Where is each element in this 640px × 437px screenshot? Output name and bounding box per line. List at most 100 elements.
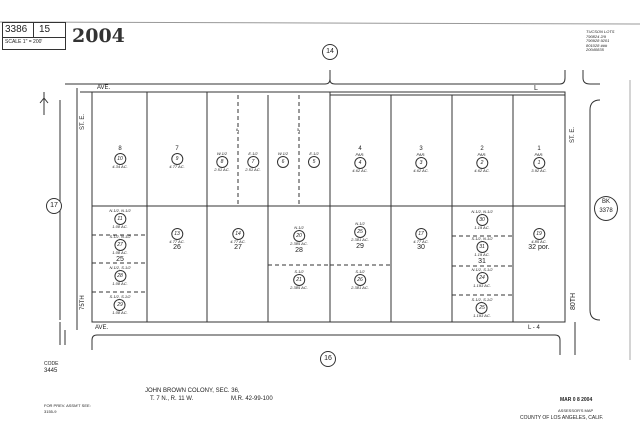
parcel-number: 9 bbox=[170, 152, 183, 165]
revision-note: TUCSON LOTS bbox=[586, 29, 615, 34]
subdivision-label: N.1/2, N.1/2 bbox=[109, 208, 131, 213]
acreage: 2.385 AC. bbox=[290, 241, 308, 247]
acreage: 1.19 AC. bbox=[474, 225, 490, 231]
street-top-l: L bbox=[534, 85, 538, 92]
lot-number: 29 bbox=[356, 242, 364, 250]
subdivision-label: PAR. bbox=[534, 151, 544, 157]
parcel-number: 5 bbox=[308, 156, 320, 169]
map-date: MAR 0 8 2004 bbox=[560, 397, 593, 403]
tract-line-1: JOHN BROWN COLONY, SEC. 36, bbox=[145, 388, 240, 394]
parcel-number: 20 bbox=[292, 230, 305, 243]
street-bottom: AVE. bbox=[95, 325, 109, 331]
parcel-number: 13 bbox=[170, 228, 183, 240]
divider bbox=[33, 23, 34, 37]
scale-label: SCALE 1" = 200' bbox=[5, 39, 43, 45]
subdivision-label: PAR. bbox=[477, 151, 487, 157]
adjoining-map-south[interactable]: 16 bbox=[320, 351, 336, 367]
assessor-map-title: ASSESSOR'S MAP bbox=[558, 408, 594, 413]
subdivision-label: E.1/2 bbox=[248, 151, 258, 156]
subdivision-label: N.1/2 bbox=[355, 221, 365, 226]
lot-number: 28 bbox=[295, 246, 303, 254]
revision-notes: TUCSON LOTS 790824 2/9 790928 9201 80102… bbox=[586, 29, 615, 53]
parcel-number: 25 bbox=[353, 226, 366, 239]
code-label: CODE bbox=[44, 361, 59, 367]
acreage: 1.19 AC. bbox=[474, 252, 490, 258]
acreage: 2.51 AC. bbox=[214, 167, 230, 173]
acreage: 4.77 AC. bbox=[169, 239, 185, 244]
acreage: 1.193 AC. bbox=[473, 283, 491, 289]
lot-number: 25 bbox=[116, 255, 124, 263]
acreage: 2.51 AC. bbox=[245, 167, 261, 173]
street-right-bottom: 80TH bbox=[570, 292, 577, 310]
acreage: 2.385 AC. bbox=[290, 285, 308, 291]
acreage: 1.08 AC. bbox=[112, 310, 128, 316]
lot-number: 27 bbox=[234, 244, 242, 252]
parcel-number: 25 bbox=[476, 302, 488, 315]
map-year: 2004 bbox=[72, 25, 125, 47]
lot-number: 2 bbox=[480, 146, 484, 152]
parcel-number: 2 bbox=[475, 156, 488, 169]
subdivision-label: N.1/2 bbox=[294, 225, 304, 230]
revision-note: 790928 9201 bbox=[586, 38, 610, 44]
parcel-number: 1 bbox=[532, 156, 545, 169]
adjoining-map-north[interactable]: 14 bbox=[322, 44, 338, 60]
subdivision-label: PAR. bbox=[416, 151, 426, 157]
acreage: 4.77 AC. bbox=[230, 239, 246, 244]
subdivision-label: PAR. bbox=[355, 151, 365, 157]
acreage: 4.34 AC. bbox=[112, 163, 128, 169]
subdivision-label: N.1/2, S.1/2 bbox=[471, 267, 493, 272]
adjoining-map-west[interactable]: 17 bbox=[46, 198, 62, 214]
parcel-number: 19 bbox=[532, 228, 545, 240]
street-bottom-l: L - 4 bbox=[528, 325, 540, 331]
parcel-number: 21 bbox=[292, 274, 305, 287]
parcel-number: 4 bbox=[353, 156, 366, 169]
split-lot-label: 5 bbox=[297, 127, 300, 132]
street-left-bottom: 75TH bbox=[80, 295, 86, 310]
parcel-number: 31 bbox=[476, 241, 488, 254]
parcel-number: 26 bbox=[353, 274, 366, 287]
code-value: 3445 bbox=[44, 368, 58, 374]
subdivision-label: W.1/2 bbox=[277, 151, 289, 156]
parcel-number: 27 bbox=[114, 239, 126, 252]
map-book: 3386 bbox=[5, 24, 28, 35]
acreage: 2.381 AC. bbox=[351, 285, 369, 291]
divider bbox=[3, 37, 65, 38]
lot-number: 1 bbox=[537, 146, 541, 152]
acreage: 4.62 AC. bbox=[474, 167, 490, 173]
parcel-number: 24 bbox=[476, 272, 488, 285]
acreage: 1.08 AC. bbox=[112, 224, 128, 230]
lot-number: 3 bbox=[419, 146, 423, 152]
parcel-number: 30 bbox=[476, 214, 488, 227]
prev-assmt-label: FOR PREV. ASSM'T SEE: bbox=[44, 403, 91, 408]
acreage: 4.62 AC. bbox=[352, 167, 368, 173]
street-top: AVE. bbox=[97, 85, 111, 91]
